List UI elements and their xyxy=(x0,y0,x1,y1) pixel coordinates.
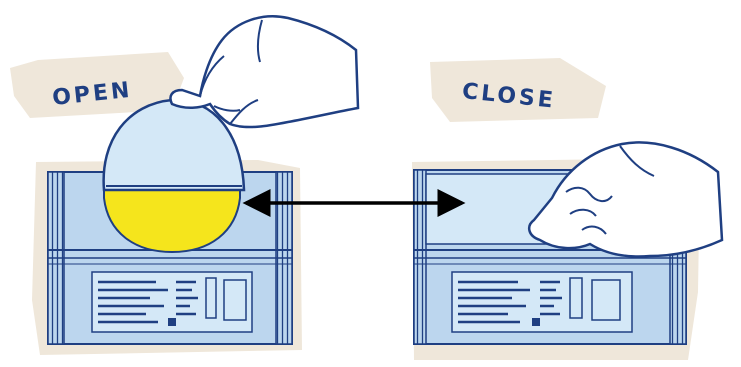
close-package-info-label xyxy=(451,271,633,333)
open-package-info-label xyxy=(91,271,253,333)
close-panel: CLOSE xyxy=(412,58,724,360)
hand-pinching-lid-icon xyxy=(169,15,360,129)
open-tag xyxy=(10,52,184,118)
open-panel: OPEN xyxy=(10,15,360,355)
hand-pressing-lid-icon xyxy=(527,141,724,258)
close-tag xyxy=(430,58,606,122)
open-package-contents xyxy=(103,189,241,254)
